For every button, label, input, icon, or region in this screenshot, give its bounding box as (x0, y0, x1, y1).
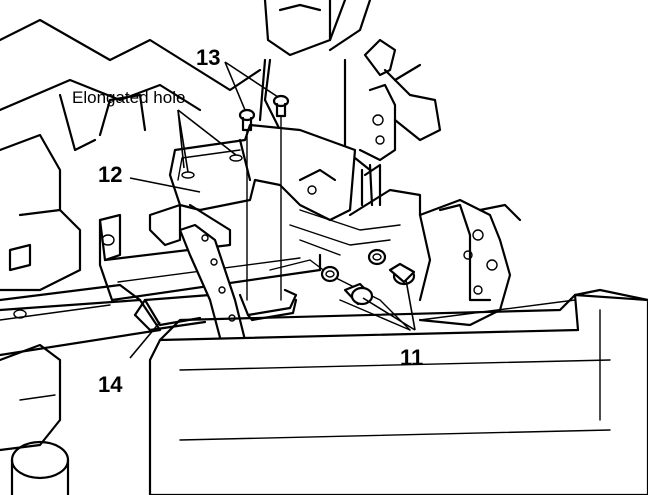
plate-part-12 (168, 123, 357, 222)
screw-13-projection-lines (246, 115, 282, 301)
label-part-13: 13 (196, 45, 220, 70)
bracket-frame (98, 203, 322, 302)
label-part-14: 14 (98, 372, 123, 397)
screws-part-13 (238, 94, 290, 132)
take-up-lever (358, 38, 442, 207)
screws-part-11 (320, 248, 416, 306)
main-shaft (0, 298, 576, 321)
label-part-11: 11 (400, 345, 423, 370)
leader-lines (129, 61, 416, 359)
label-elongated-hole: Elongated hole (72, 88, 185, 107)
right-mechanism-block (269, 188, 522, 331)
label-part-12: 12 (98, 162, 122, 187)
lower-left-pulley (0, 343, 70, 495)
front-cover (148, 288, 648, 495)
